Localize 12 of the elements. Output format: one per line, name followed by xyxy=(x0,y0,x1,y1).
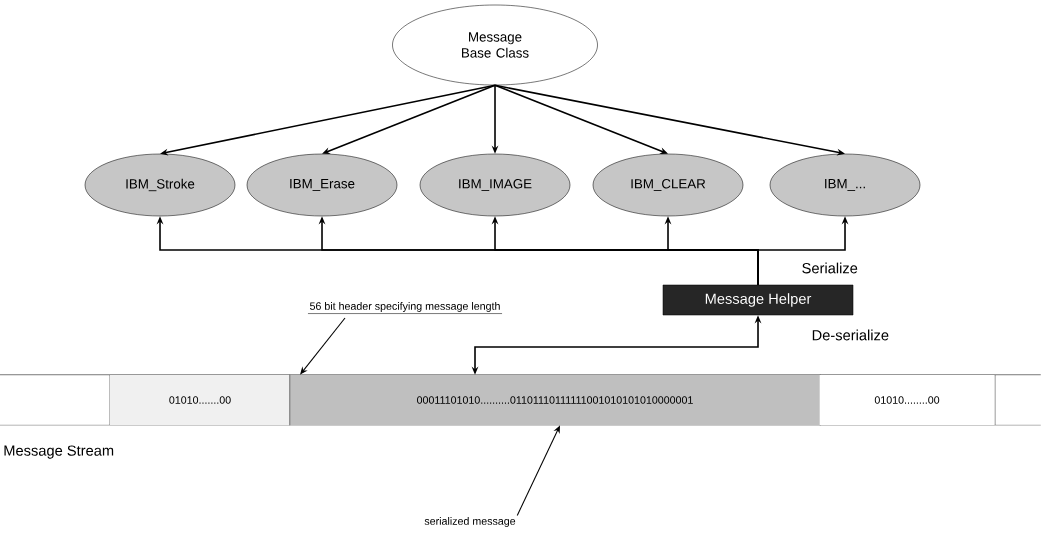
stream-cell: 01010.......00 xyxy=(110,375,290,425)
stream-cell: 01010........00 xyxy=(819,375,995,425)
arrow xyxy=(322,84,496,154)
stream-cell: 00011101010..........01101110111111001010101010000001 xyxy=(289,374,821,426)
annotation-text: 56 bit header specifying message length xyxy=(307,302,503,314)
annotation-text: serialized message xyxy=(424,517,516,527)
edge-label: Serialize xyxy=(800,261,860,275)
arrow xyxy=(494,84,668,154)
edge-label: De-serialize xyxy=(810,328,891,342)
node-label: 01010........00 xyxy=(874,396,940,404)
leader-line xyxy=(300,317,346,375)
helper-box: Message Helper xyxy=(662,284,854,316)
